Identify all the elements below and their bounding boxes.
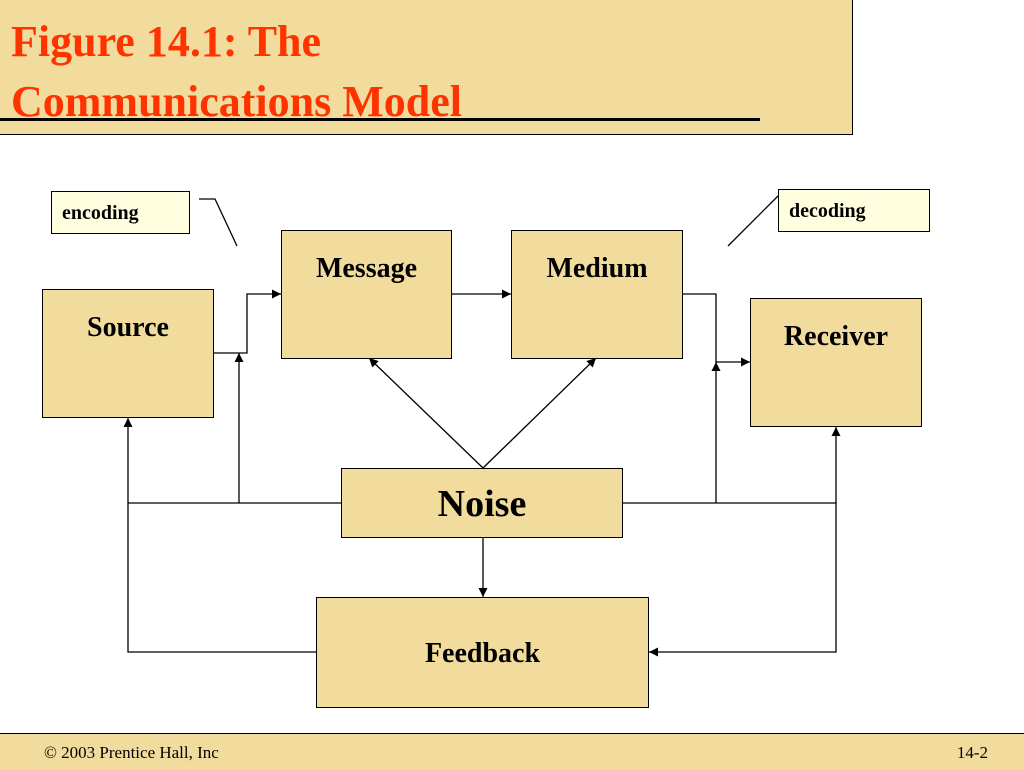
noise-label: Noise [437, 483, 527, 525]
title-underline [0, 118, 760, 121]
footer-page-number: 14-2 [956, 743, 988, 762]
noise-box: Noise [341, 468, 623, 538]
footer-bar: © 2003 Prentice Hall, Inc 14-2 [0, 733, 1024, 769]
decoding-label: decoding [778, 189, 930, 232]
slide-title-line-1: Figure 14.1: The [11, 17, 322, 66]
feedback-label: Feedback [424, 638, 541, 669]
medium-label: Medium [546, 253, 648, 284]
encoding-label: encoding [51, 191, 190, 234]
encoding-callout-line [199, 198, 238, 247]
receiver-to-feedback-arrow [649, 503, 837, 657]
medium-box: Medium [511, 230, 683, 359]
decoding-callout-line [727, 195, 779, 247]
encoding-label-text: encoding [62, 202, 139, 224]
noise-to-medium-arrow [482, 357, 597, 469]
source-box: Source [42, 289, 214, 418]
title-banner: Figure 14.1: The Communications Model [0, 0, 853, 135]
receiver-box: Receiver [750, 298, 922, 427]
message-label: Message [315, 253, 418, 284]
noise-to-source-arrow [123, 418, 341, 504]
receiver-label: Receiver [783, 321, 889, 352]
feedback-to-source-line [127, 503, 316, 653]
medium-to-receiver-arrow [682, 293, 750, 367]
source-to-message-arrow [213, 289, 281, 354]
decoding-label-text: decoding [789, 200, 866, 222]
footer-copyright: © 2003 Prentice Hall, Inc [44, 743, 219, 762]
message-box: Message [281, 230, 452, 359]
feedback-box: Feedback [316, 597, 649, 708]
noise-to-message-arrow [368, 357, 484, 469]
slide-title-line-2: Communications Model [11, 77, 462, 126]
source-label: Source [87, 312, 169, 343]
noise-to-receiver-arrow [623, 427, 841, 504]
